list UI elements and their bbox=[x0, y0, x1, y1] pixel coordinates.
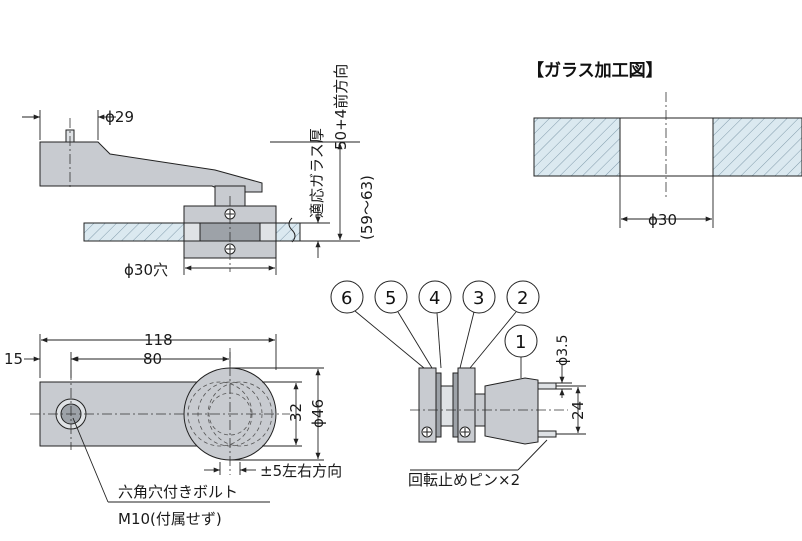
callout-2: 2 bbox=[506, 280, 540, 314]
front-direction-label: 50+4前方向 bbox=[332, 64, 350, 150]
bolt-note-label: 六角穴付きボルト bbox=[118, 483, 238, 501]
part-5-gasket bbox=[435, 372, 442, 438]
svg-text:2: 2 bbox=[517, 288, 528, 309]
pin-spacing-label: 24 bbox=[569, 401, 587, 420]
svg-text:3: 3 bbox=[473, 288, 484, 309]
glass-panel-right bbox=[275, 222, 301, 242]
outer-diameter-label: ϕ46 bbox=[309, 399, 327, 428]
glass-panel-left bbox=[83, 222, 185, 242]
rotation-pin-bottom bbox=[537, 430, 557, 438]
side-view: ϕ29 ϕ30穴 50+4前方向 適応ガラス厚 (59〜63) bbox=[22, 64, 376, 279]
part-3-gasket bbox=[452, 372, 459, 438]
overall-length-label: 118 bbox=[144, 331, 173, 349]
glass-thickness-label: 適応ガラス厚 bbox=[308, 128, 326, 218]
top-diameter-label: ϕ29 bbox=[105, 108, 134, 126]
rotation-pin-top bbox=[537, 382, 557, 390]
inner-diameter-label: 32 bbox=[287, 403, 305, 422]
svg-text:6: 6 bbox=[341, 288, 352, 309]
pin-diameter-label: ϕ3.5 bbox=[555, 335, 571, 367]
part-4-spacer bbox=[440, 385, 454, 427]
bolt-spec-label: M10(付属せず) bbox=[118, 510, 222, 528]
range-label: (59〜63) bbox=[358, 175, 376, 240]
adjust-note-label: ±5左右方向 bbox=[260, 462, 342, 480]
hole-label: ϕ30穴 bbox=[124, 261, 168, 279]
callout-3: 3 bbox=[462, 280, 496, 314]
pin-note-label: 回転止めピン×2 bbox=[408, 471, 520, 489]
hole-diameter-label: ϕ30 bbox=[648, 211, 677, 229]
offset-label: 15 bbox=[4, 350, 23, 368]
part-1-hub bbox=[484, 377, 539, 445]
exploded-view: 6 5 4 3 2 1 bbox=[330, 280, 587, 489]
callout-4: 4 bbox=[418, 280, 452, 314]
glass-section-left bbox=[533, 117, 621, 177]
glass-processing-title: 【ガラス加工図】 bbox=[527, 60, 663, 81]
top-view: 118 80 15 32 ϕ46 ±5左右方向 六角穴付きボルト M10(付属せ… bbox=[4, 331, 342, 528]
callout-6: 6 bbox=[330, 280, 364, 314]
svg-text:1: 1 bbox=[515, 332, 526, 353]
svg-text:4: 4 bbox=[429, 288, 440, 309]
svg-text:5: 5 bbox=[385, 288, 396, 309]
callout-5: 5 bbox=[374, 280, 408, 314]
callout-1: 1 bbox=[504, 324, 538, 358]
glass-section-right bbox=[712, 117, 802, 177]
bolt-leader bbox=[72, 417, 109, 503]
glass-processing-drawing: 【ガラス加工図】 ϕ30 bbox=[527, 60, 802, 229]
hinge-arm bbox=[39, 141, 263, 193]
center-distance-label: 80 bbox=[143, 350, 162, 368]
